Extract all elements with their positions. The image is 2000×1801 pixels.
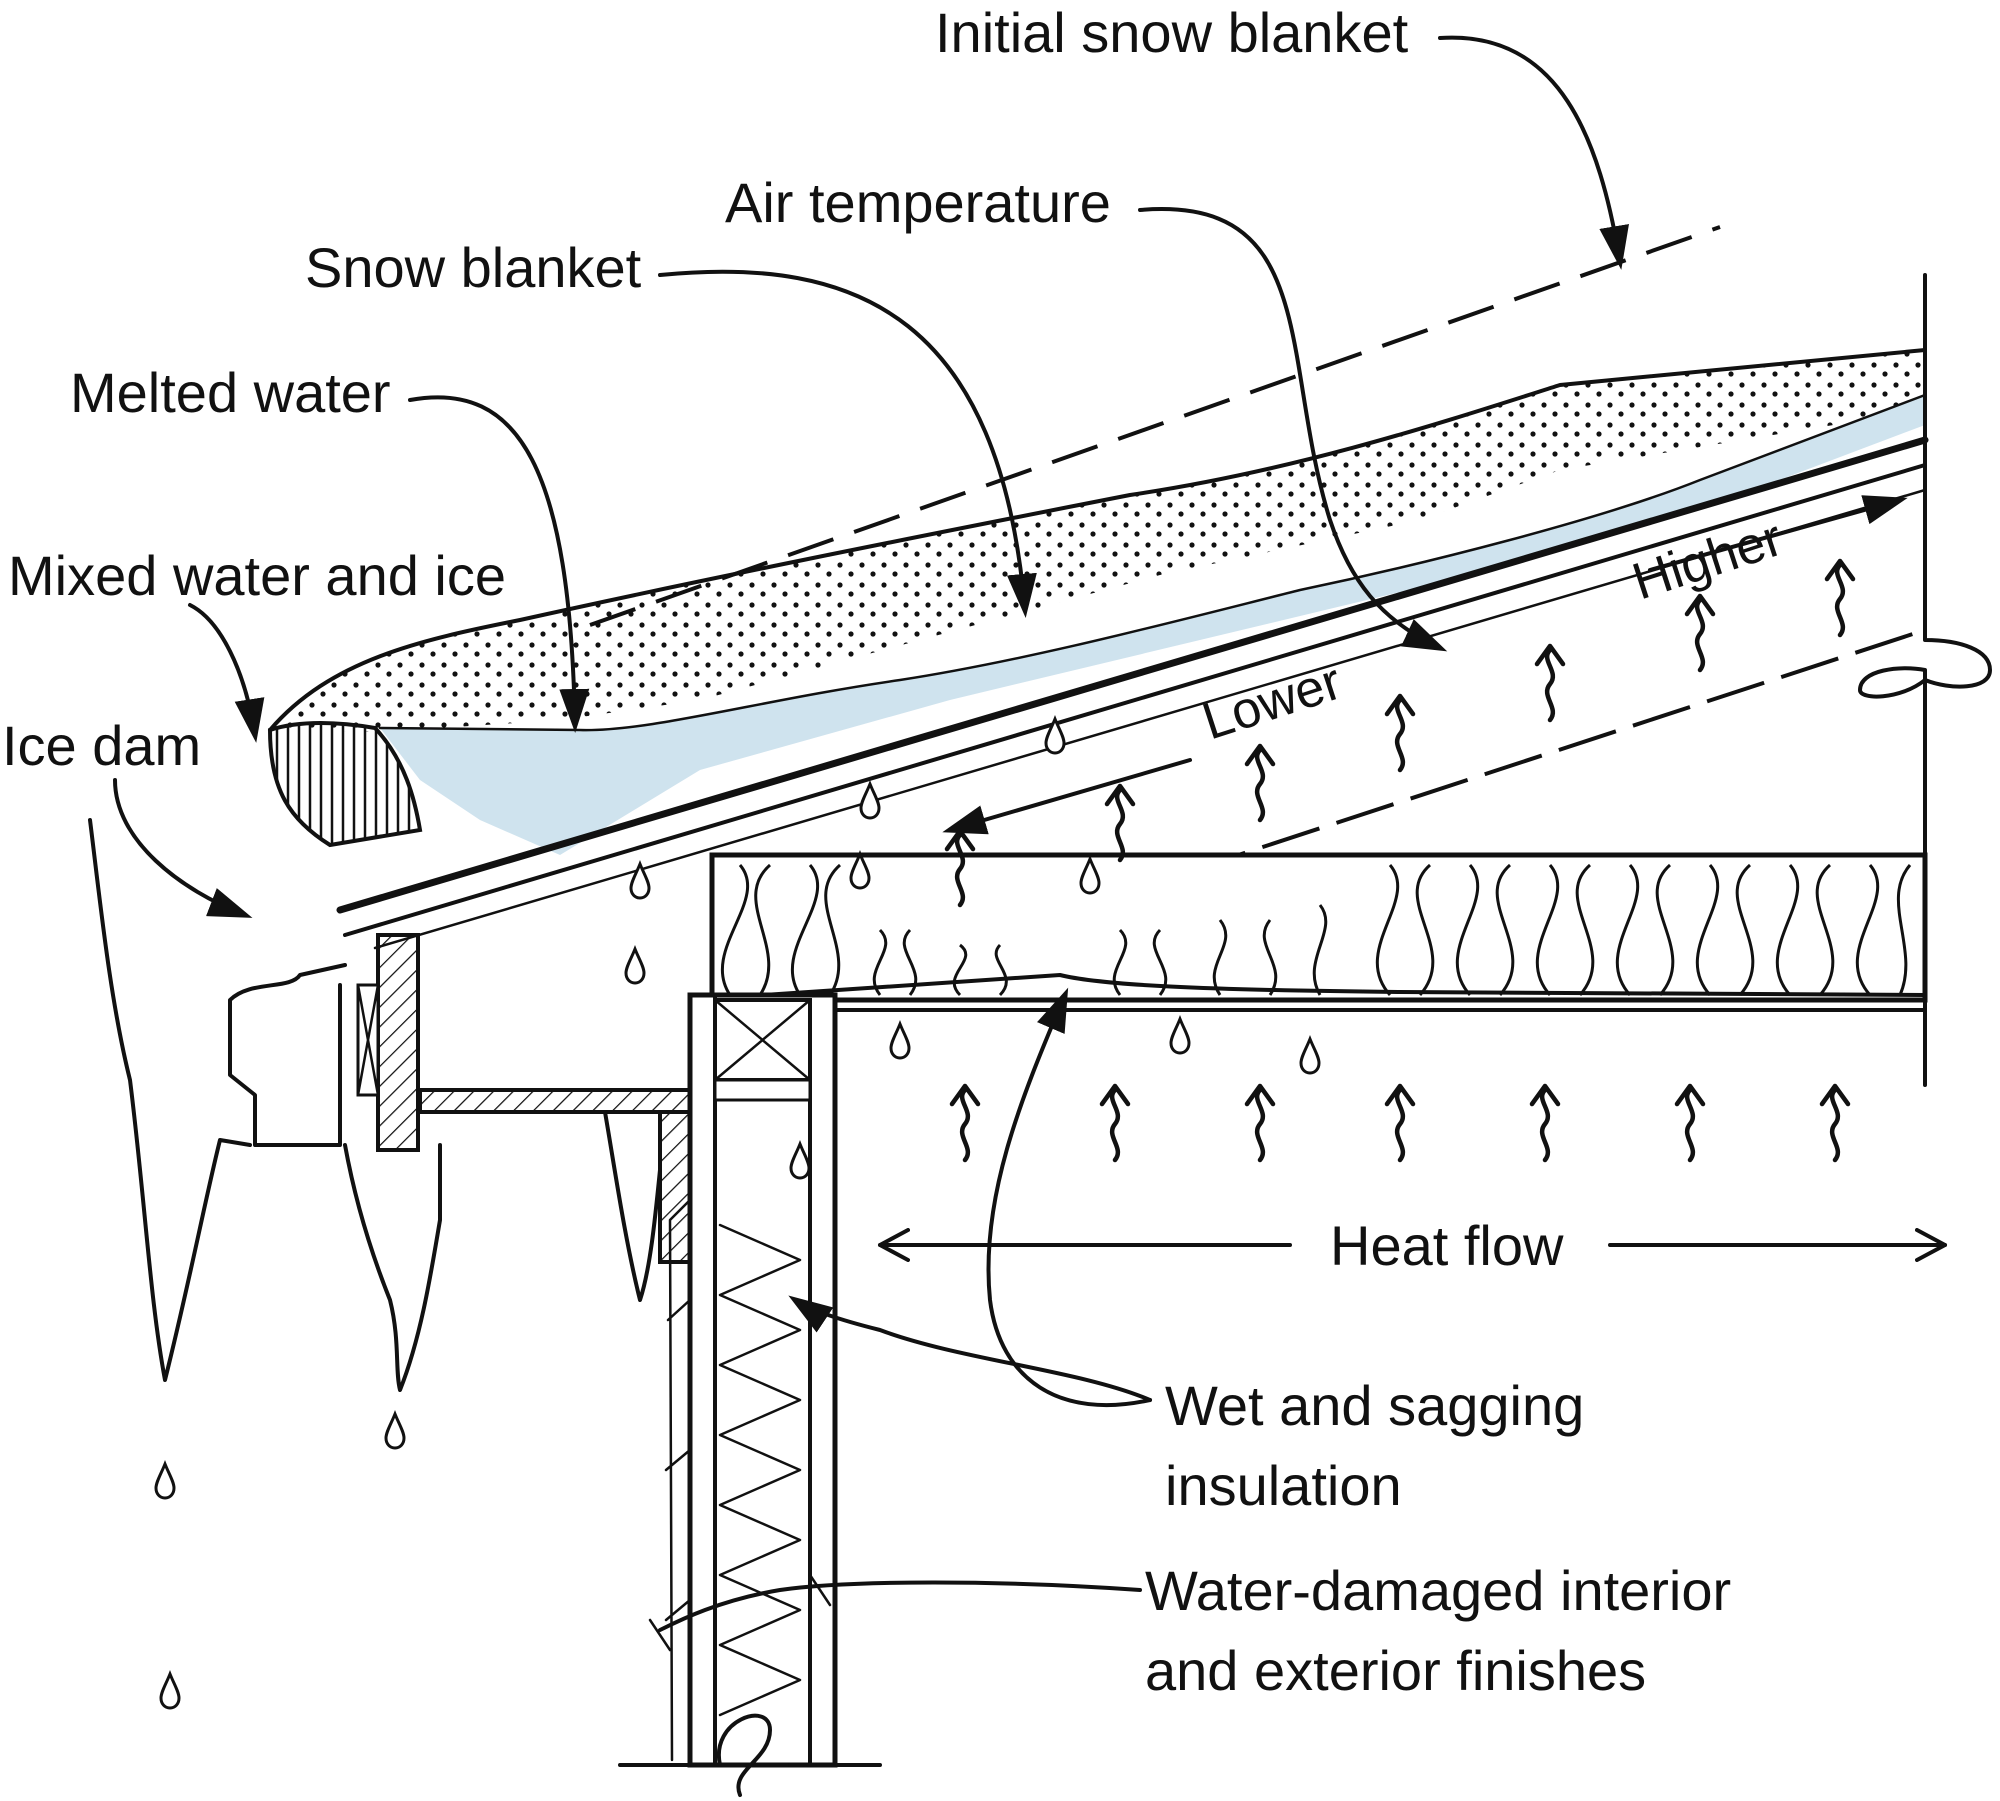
ceiling-insulation-box [709, 852, 1928, 1003]
soffit [418, 1088, 692, 1114]
label-mixed-water-and-ice: Mixed water and ice [8, 544, 506, 607]
sagging-insulation-edge [718, 973, 1927, 1000]
gutter [228, 963, 347, 1147]
batt-insulation [721, 863, 1912, 997]
exterior-wall [687, 992, 838, 1768]
leader-initial-snow [1438, 35, 1629, 270]
melted-water-surface [378, 393, 1927, 732]
leader-snow-blanket [658, 269, 1037, 618]
leader-melted-water [408, 395, 590, 733]
label-damaged-finishes-2: and exterior finishes [1145, 1639, 1646, 1702]
label-ice-dam: Ice dam [2, 714, 201, 777]
initial-snow-blanket-line [589, 225, 1721, 627]
lower-arrow [942, 758, 1192, 835]
lower-label: Lower [1196, 652, 1349, 751]
fascia-board [376, 933, 420, 1152]
leader-ice-dam [113, 778, 253, 918]
ice-dam-mass [267, 721, 423, 848]
label-wet-insulation-1: Wet and sagging [1165, 1374, 1584, 1437]
roof-deck [343, 463, 1927, 937]
label-initial-snow-blanket: Initial snow blanket [935, 1, 1409, 64]
label-heat-flow: Heat flow [1330, 1214, 1564, 1277]
frieze-board [658, 1110, 692, 1264]
exterior-siding [664, 1198, 692, 1762]
icicle-1 [88, 818, 252, 1382]
leader-air-temperature [1138, 207, 1448, 652]
interior-wall-break [1858, 273, 1992, 1087]
label-damaged-finishes-1: Water-damaged interior [1145, 1559, 1731, 1622]
label-snow-blanket: Snow blanket [305, 236, 642, 299]
label-wet-insulation-2: insulation [1165, 1454, 1402, 1517]
icicle-2 [343, 1143, 442, 1392]
label-air-temperature: Air temperature [725, 171, 1111, 234]
leader-mixed-water-ice [188, 603, 265, 743]
melted-water-pool [380, 395, 1925, 855]
label-melted-water: Melted water [70, 361, 391, 424]
leader-wet-insulation [986, 987, 1152, 1408]
higher-arrow [1648, 495, 1908, 572]
icicle-3 [603, 1110, 662, 1302]
snow-blanket-layer [270, 350, 1925, 732]
wall-insulation [718, 1223, 802, 1717]
snow-blanket-top [268, 348, 1927, 732]
roof-shingles [336, 436, 1929, 914]
